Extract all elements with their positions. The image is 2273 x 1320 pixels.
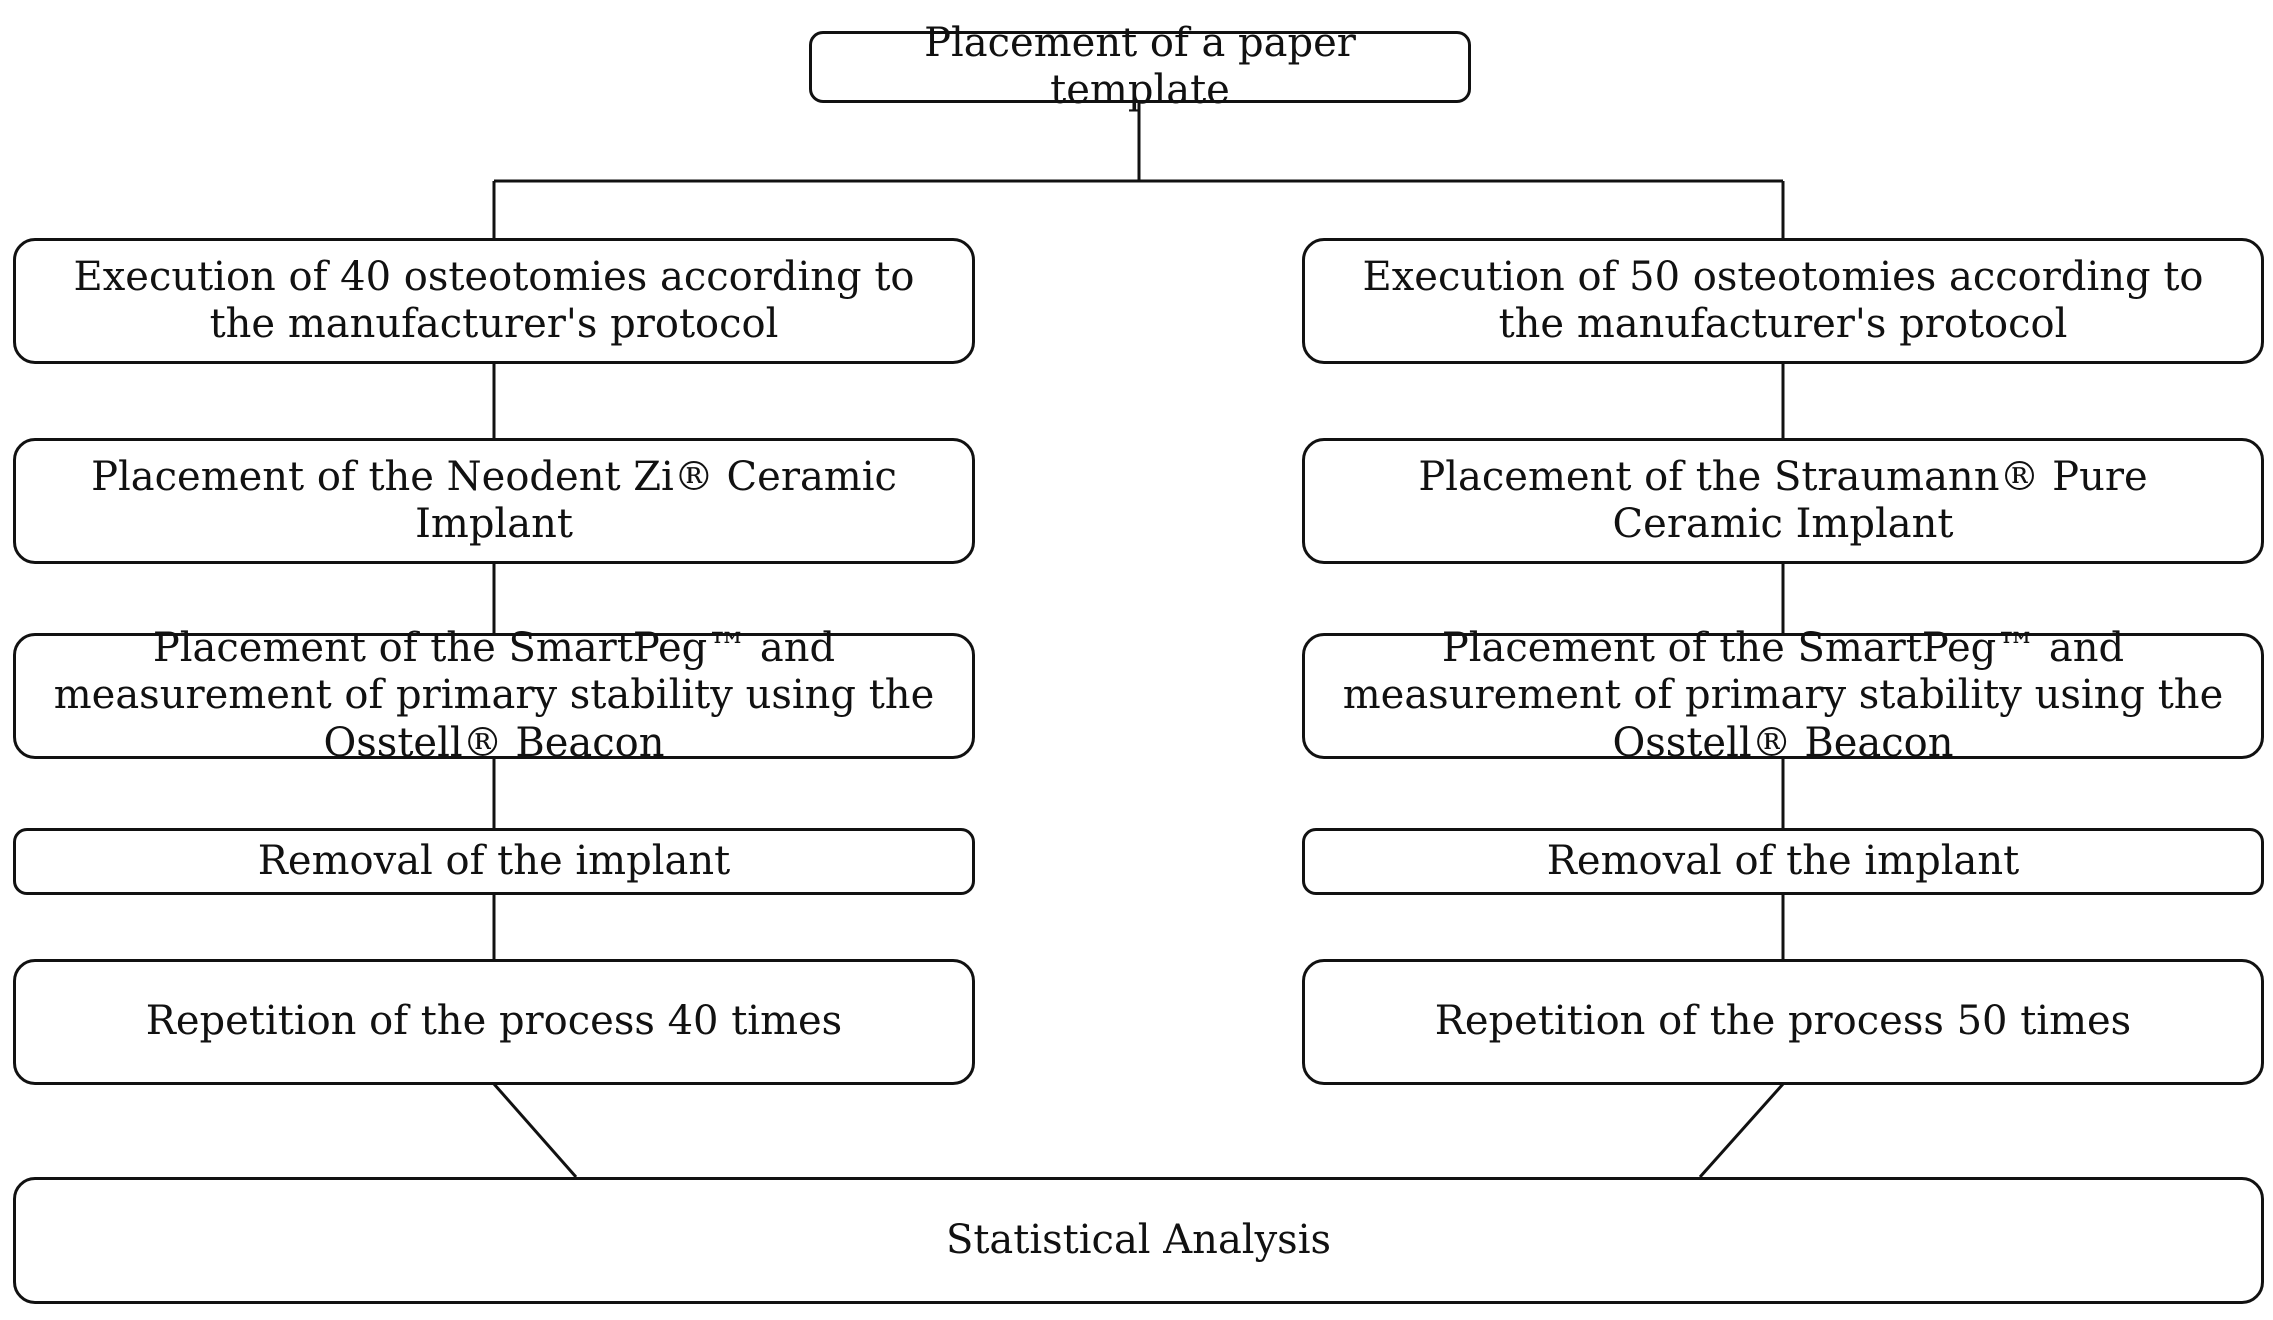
left-step-1-box: Execution of 40 osteotomies according to…: [13, 238, 975, 364]
right-step-5-box: Repetition of the process 50 times: [1302, 959, 2264, 1085]
connector-right-to-bottom: [1698, 1083, 1785, 1178]
right-step-3-label: Placement of the SmartPeg™ and measureme…: [1342, 625, 2224, 766]
connector-left-to-bottom: [492, 1083, 578, 1178]
right-step-1-label: Execution of 50 osteotomies according to…: [1362, 253, 2204, 347]
right-step-2-label: Placement of the Straumann® Pure Ceramic…: [1418, 453, 2148, 547]
bottom-box: Statistical Analysis: [13, 1177, 2264, 1304]
right-step-2-box: Placement of the Straumann® Pure Ceramic…: [1302, 438, 2264, 564]
left-step-4-label: Removal of the implant: [257, 837, 731, 884]
right-step-4-box: Removal of the implant: [1302, 828, 2264, 895]
right-step-5-label: Repetition of the process 50 times: [1434, 998, 2132, 1045]
top-box: Placement of a paper template: [809, 20, 1471, 113]
left-step-3-label: Placement of the SmartPeg™ and measureme…: [53, 625, 935, 766]
top-box-label: Placement of a paper template: [924, 19, 1356, 113]
left-step-2-box: Placement of the Neodent Zi® Ceramic Imp…: [13, 438, 975, 564]
left-step-2-label: Placement of the Neodent Zi® Ceramic Imp…: [91, 453, 897, 547]
left-step-3-box: Placement of the SmartPeg™ and measureme…: [13, 625, 975, 766]
left-step-1-label: Execution of 40 osteotomies according to…: [73, 253, 915, 347]
right-step-4-label: Removal of the implant: [1546, 837, 2020, 884]
bottom-box-label: Statistical Analysis: [945, 1216, 1332, 1263]
left-step-5-label: Repetition of the process 40 times: [145, 998, 843, 1045]
left-step-5-box: Repetition of the process 40 times: [13, 959, 975, 1085]
right-step-1-box: Execution of 50 osteotomies according to…: [1302, 238, 2264, 364]
right-step-3-box: Placement of the SmartPeg™ and measureme…: [1302, 625, 2264, 766]
left-step-4-box: Removal of the implant: [13, 828, 975, 895]
